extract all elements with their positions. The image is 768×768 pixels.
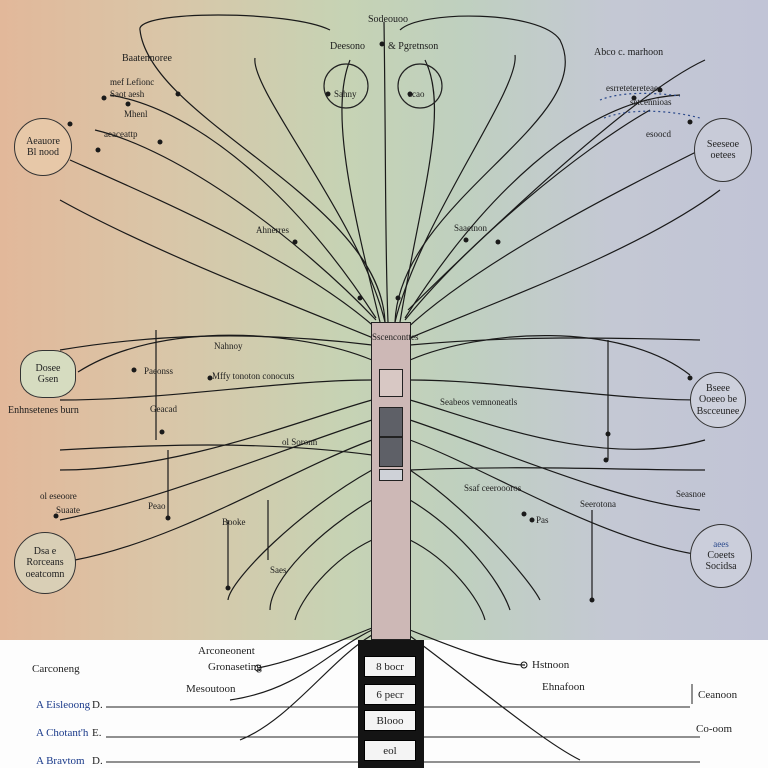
node-right-mid: Bseee Ooeeo be Bscceunee xyxy=(690,372,746,428)
node-left-low-line2: Rorceans xyxy=(26,557,64,569)
node-right-top: Seeseoe oetees xyxy=(694,118,752,182)
label-ring-left: Sahny xyxy=(334,89,357,99)
label-top-left-sub3: Mhenl xyxy=(124,109,148,119)
label-top-right-sub2: setcennioas xyxy=(630,97,672,107)
node-right-mid-line1: Bseee xyxy=(706,382,730,394)
label-top-left-cluster: Deesono xyxy=(330,41,365,52)
node-left-mid: Dosee Gsen xyxy=(20,350,76,398)
node-right-mid-line3: Bscceunee xyxy=(696,405,740,417)
node-right-top-line1: Seeseoe xyxy=(706,138,740,150)
label-top-right-sub1: esrretetereteaes xyxy=(606,83,662,93)
label-top-center-right: & Pgretnson xyxy=(388,41,439,52)
label-center-low-b: Saes xyxy=(270,565,287,575)
node-right-low-line3: Socidsa xyxy=(705,561,737,573)
stem-box-4: eol xyxy=(364,740,416,761)
node-left-low-line3: oeatcomn xyxy=(25,568,65,580)
footer-right-a: Hstnoon xyxy=(532,659,570,671)
label-top-left-title: Baatennoree xyxy=(122,53,172,64)
footer-right-c: Ceanoon xyxy=(698,689,738,701)
label-right-b: Ssaf ceeroooros xyxy=(464,483,522,493)
label-ring-right: acao xyxy=(408,89,425,99)
stem-box-2: 6 pecr xyxy=(364,684,416,705)
label-trunk-top: Sscenconttes xyxy=(372,332,419,342)
footer-left-suffix-3: D. xyxy=(92,755,103,767)
node-right-low-line1: aees xyxy=(713,539,729,550)
footer-right-d: Co-oom xyxy=(696,723,733,735)
label-mid-left-a: Nahnoy xyxy=(214,341,243,351)
node-left-top-line1: Aeauore xyxy=(26,135,60,147)
label-top-left-sub1: mef Lefionc xyxy=(110,77,155,87)
footer-left-row-1: A Eisleoong xyxy=(36,699,91,711)
trunk-chip-4 xyxy=(379,469,403,481)
node-left-top-line2: Bl nood xyxy=(27,147,59,158)
trunk-chip-3 xyxy=(379,437,403,467)
label-mid-left-c: Mffy tonoton conocuts xyxy=(212,371,295,381)
footer-center-a: Arconeonent xyxy=(198,645,255,657)
label-mid-left-b: Paeonss xyxy=(144,366,173,376)
node-right-low: aees Coeets Socidsa xyxy=(690,524,752,588)
label-left-low-c: Peao xyxy=(148,501,166,511)
stem-box-1: 8 bocr xyxy=(364,656,416,677)
footer-right-b: Ehnafoon xyxy=(542,681,585,693)
label-top-left-side: aeaceattp xyxy=(104,129,138,139)
label-top-right-title: Abco c. marhoon xyxy=(594,47,664,58)
node-right-top-line2: oetees xyxy=(710,150,736,161)
footer-stem: 8 bocr 6 pecr Blooo eol xyxy=(358,640,424,768)
stem-box-3: Blooo xyxy=(364,710,416,731)
label-mid-upper-left: Ahnerres xyxy=(256,225,289,235)
label-top-right-side: esoocd xyxy=(646,129,671,139)
footer-left-row-2: A Chotant'h xyxy=(36,727,89,739)
footer-left-head: Carconeng xyxy=(32,663,80,675)
label-mid-upper-right: Saaetnon xyxy=(454,223,487,233)
label-left-low-a: ol eseoore xyxy=(40,491,77,501)
label-top-left-sub2: Saot aesh xyxy=(110,89,145,99)
label-right-low-c: Pas xyxy=(536,515,549,525)
node-right-mid-line2: Ooeeo be xyxy=(698,394,738,406)
footer-left-suffix-1: D. xyxy=(92,699,103,711)
node-left-top: Aeauore Bl nood xyxy=(14,118,72,176)
footer-left-suffix-2: E. xyxy=(92,727,102,739)
label-mid-left-d: Geacad xyxy=(150,404,177,414)
label-mid-left-e: ol Soronn xyxy=(282,437,318,447)
node-left-low: Dsa e Rorceans oeatcomn xyxy=(14,532,76,594)
label-center-low-a: Booke xyxy=(222,517,246,527)
central-trunk xyxy=(371,322,411,640)
node-left-mid-line1: Dosee xyxy=(35,362,61,374)
label-right-low-a: Seerotona xyxy=(580,499,616,509)
node-right-low-line2: Coeets xyxy=(707,549,735,561)
label-mid-right-a: Seabeos vemnoneatls xyxy=(440,397,518,407)
trunk-chip-2 xyxy=(379,407,403,437)
node-left-low-line1: Dsa e xyxy=(33,545,57,557)
footer-center-c: Mesoutoon xyxy=(186,683,236,695)
label-left-mid-title: Enhnsetenes burn xyxy=(8,405,79,416)
label-left-low-b: Suaate xyxy=(56,505,80,515)
trunk-chip-1 xyxy=(379,369,403,397)
footer-center-b: Gronaseting xyxy=(208,661,262,673)
label-top-center: Sodeouoo xyxy=(368,14,408,25)
label-right-low-b: Seasnoe xyxy=(676,489,706,499)
footer-left-row-3: A Bravtom xyxy=(36,755,85,767)
node-left-mid-line2: Gsen xyxy=(37,374,59,385)
